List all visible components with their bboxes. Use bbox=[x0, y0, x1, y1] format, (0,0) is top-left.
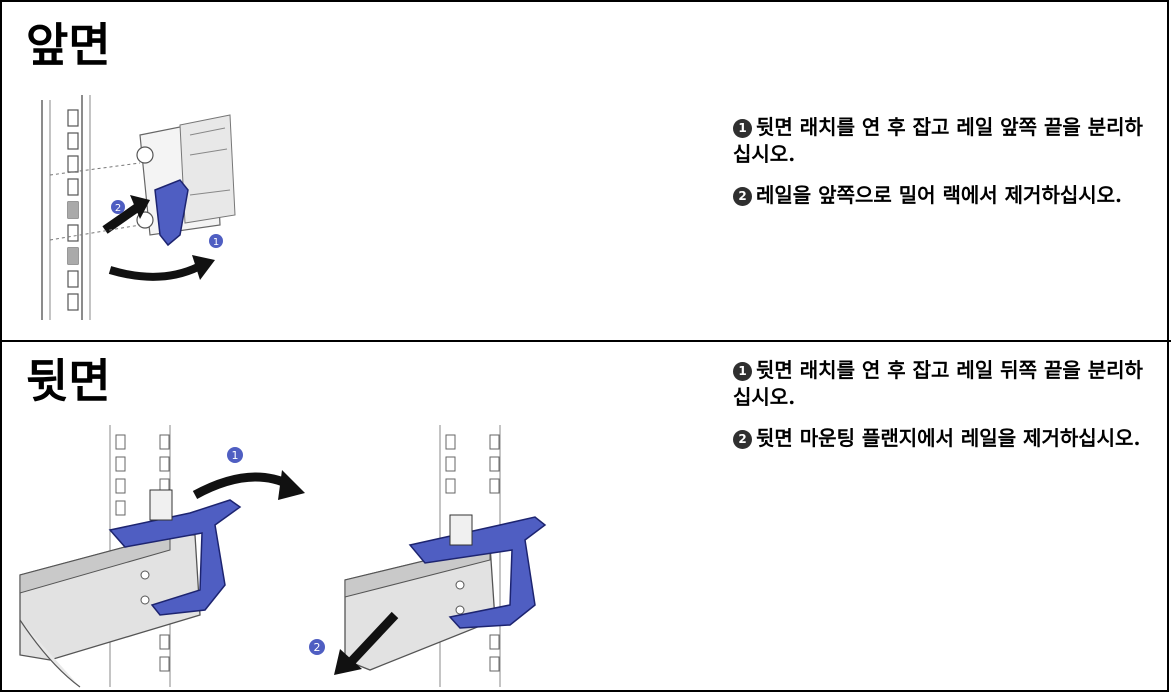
rear-illus-callout-1: 1 bbox=[232, 449, 239, 462]
front-illus-callout-1: 1 bbox=[213, 237, 219, 248]
callout-1-icon: 1 bbox=[733, 362, 752, 381]
front-illus-callout-2: 2 bbox=[115, 203, 121, 214]
rear-section-title: 뒷면 bbox=[26, 354, 111, 408]
rear-rail-illustration-remove: 2 bbox=[309, 425, 547, 687]
rear-step-1-text: 뒷면 래치를 연 후 잡고 레일 뒤쪽 끝을 분리하십시오. bbox=[733, 358, 1143, 409]
rear-step-2-text: 뒷면 마운팅 플랜지에서 레일을 제거하십시오. bbox=[756, 426, 1141, 450]
front-step-2-text: 레일을 앞쪽으로 밀어 랙에서 제거하십시오. bbox=[756, 183, 1123, 207]
front-rail-illustration: 2 1 bbox=[41, 95, 236, 320]
front-section-title: 앞면 bbox=[26, 18, 111, 72]
front-step-1-text: 뒷면 래치를 연 후 잡고 레일 앞쪽 끝을 분리하십시오. bbox=[733, 115, 1143, 166]
callout-1-icon: 1 bbox=[733, 119, 752, 138]
callout-2-icon: 2 bbox=[733, 430, 752, 449]
rear-illus-callout-2: 2 bbox=[314, 641, 321, 654]
callout-2-icon: 2 bbox=[733, 187, 752, 206]
section-divider bbox=[0, 340, 1171, 342]
rear-rail-illustration-unlatch: 1 bbox=[19, 425, 305, 688]
